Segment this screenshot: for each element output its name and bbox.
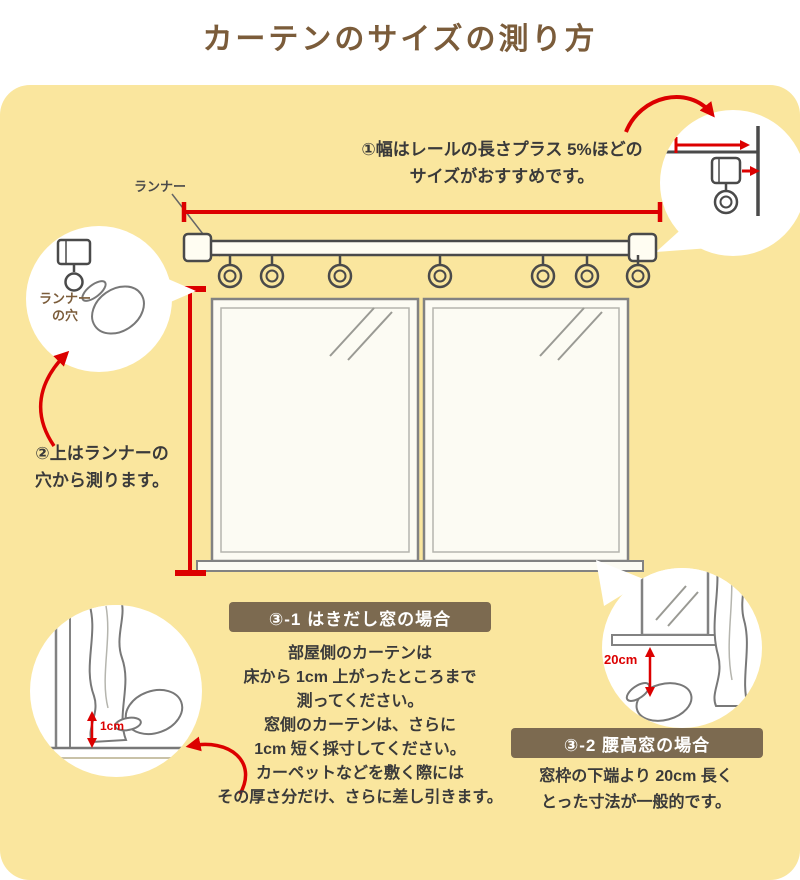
text-line: 測ってください。 xyxy=(296,693,424,710)
text-line: ①幅はレールの長さプラス 5%ほどの xyxy=(361,140,643,159)
hand-icon xyxy=(81,280,145,335)
section-3-1-text: 部屋側のカーテンは 床から 1cm 上がったところまで 測ってください。 窓側の… xyxy=(198,642,522,810)
text-line: 床から 1cm 上がったところまで xyxy=(243,669,477,686)
step2-height-note: ②上はランナーの 穴から測ります。 xyxy=(16,440,188,494)
text-line: その厚さ分だけ、さらに差し引きます。 xyxy=(217,789,503,806)
window xyxy=(196,297,644,572)
text-line: サイズがおすすめです。 xyxy=(409,167,595,186)
runner-label: ランナー xyxy=(134,179,187,194)
runner-ring xyxy=(574,255,600,289)
hand-icon xyxy=(114,688,184,736)
section-3-1-badge: ③-1 はきだし窓の場合 xyxy=(229,602,491,632)
step1-width-note: ①幅はレールの長さプラス 5%ほどの サイズがおすすめです。 xyxy=(330,136,674,190)
runner-hole-callout xyxy=(26,226,196,372)
text-line: 穴から測ります。 xyxy=(34,471,170,490)
rail-end-detail-callout xyxy=(656,110,800,256)
text-line: 窓枠の下端より 20cm 長く xyxy=(539,768,733,785)
width-measure-line xyxy=(181,202,663,222)
measure-20cm-label: 20cm xyxy=(604,652,638,667)
curtain-rail xyxy=(182,232,658,263)
arrow-to-floor-detail xyxy=(185,736,248,795)
measure-1cm-label: 1cm xyxy=(100,719,125,733)
runner-ring xyxy=(327,255,353,289)
runner-ring xyxy=(625,255,651,289)
runner-ring xyxy=(427,255,453,289)
text-line: 1cm 短く採寸してください。 xyxy=(254,741,466,758)
arrow-to-runner-hole xyxy=(39,350,70,447)
page-title: カーテンのサイズの測り方 xyxy=(202,23,598,56)
runner-ring xyxy=(530,255,556,289)
runner-hole-label: ランナー の穴 xyxy=(32,290,98,324)
section-3-2-badge: ③-2 腰高窓の場合 xyxy=(511,728,763,758)
text-line: とった寸法が一般的です。 xyxy=(541,794,731,811)
section-3-2-text: 窓枠の下端より 20cm 長く とった寸法が一般的です。 xyxy=(488,764,784,816)
text-line: 部屋側のカーテンは xyxy=(287,645,432,662)
runner-ring xyxy=(217,255,243,289)
text-line: カーペットなどを敷く際には xyxy=(255,765,464,782)
arrow-to-rail-end-detail xyxy=(624,95,715,133)
text-line: 窓側のカーテンは、さらに xyxy=(263,717,456,734)
text-line: ランナー xyxy=(38,291,91,306)
text-line: ②上はランナーの xyxy=(35,444,169,463)
runner-ring xyxy=(259,255,285,289)
text-line: の穴 xyxy=(51,308,78,323)
floor-length-callout xyxy=(30,605,202,777)
waist-window-callout xyxy=(596,560,762,728)
curtain-runners xyxy=(217,255,651,289)
